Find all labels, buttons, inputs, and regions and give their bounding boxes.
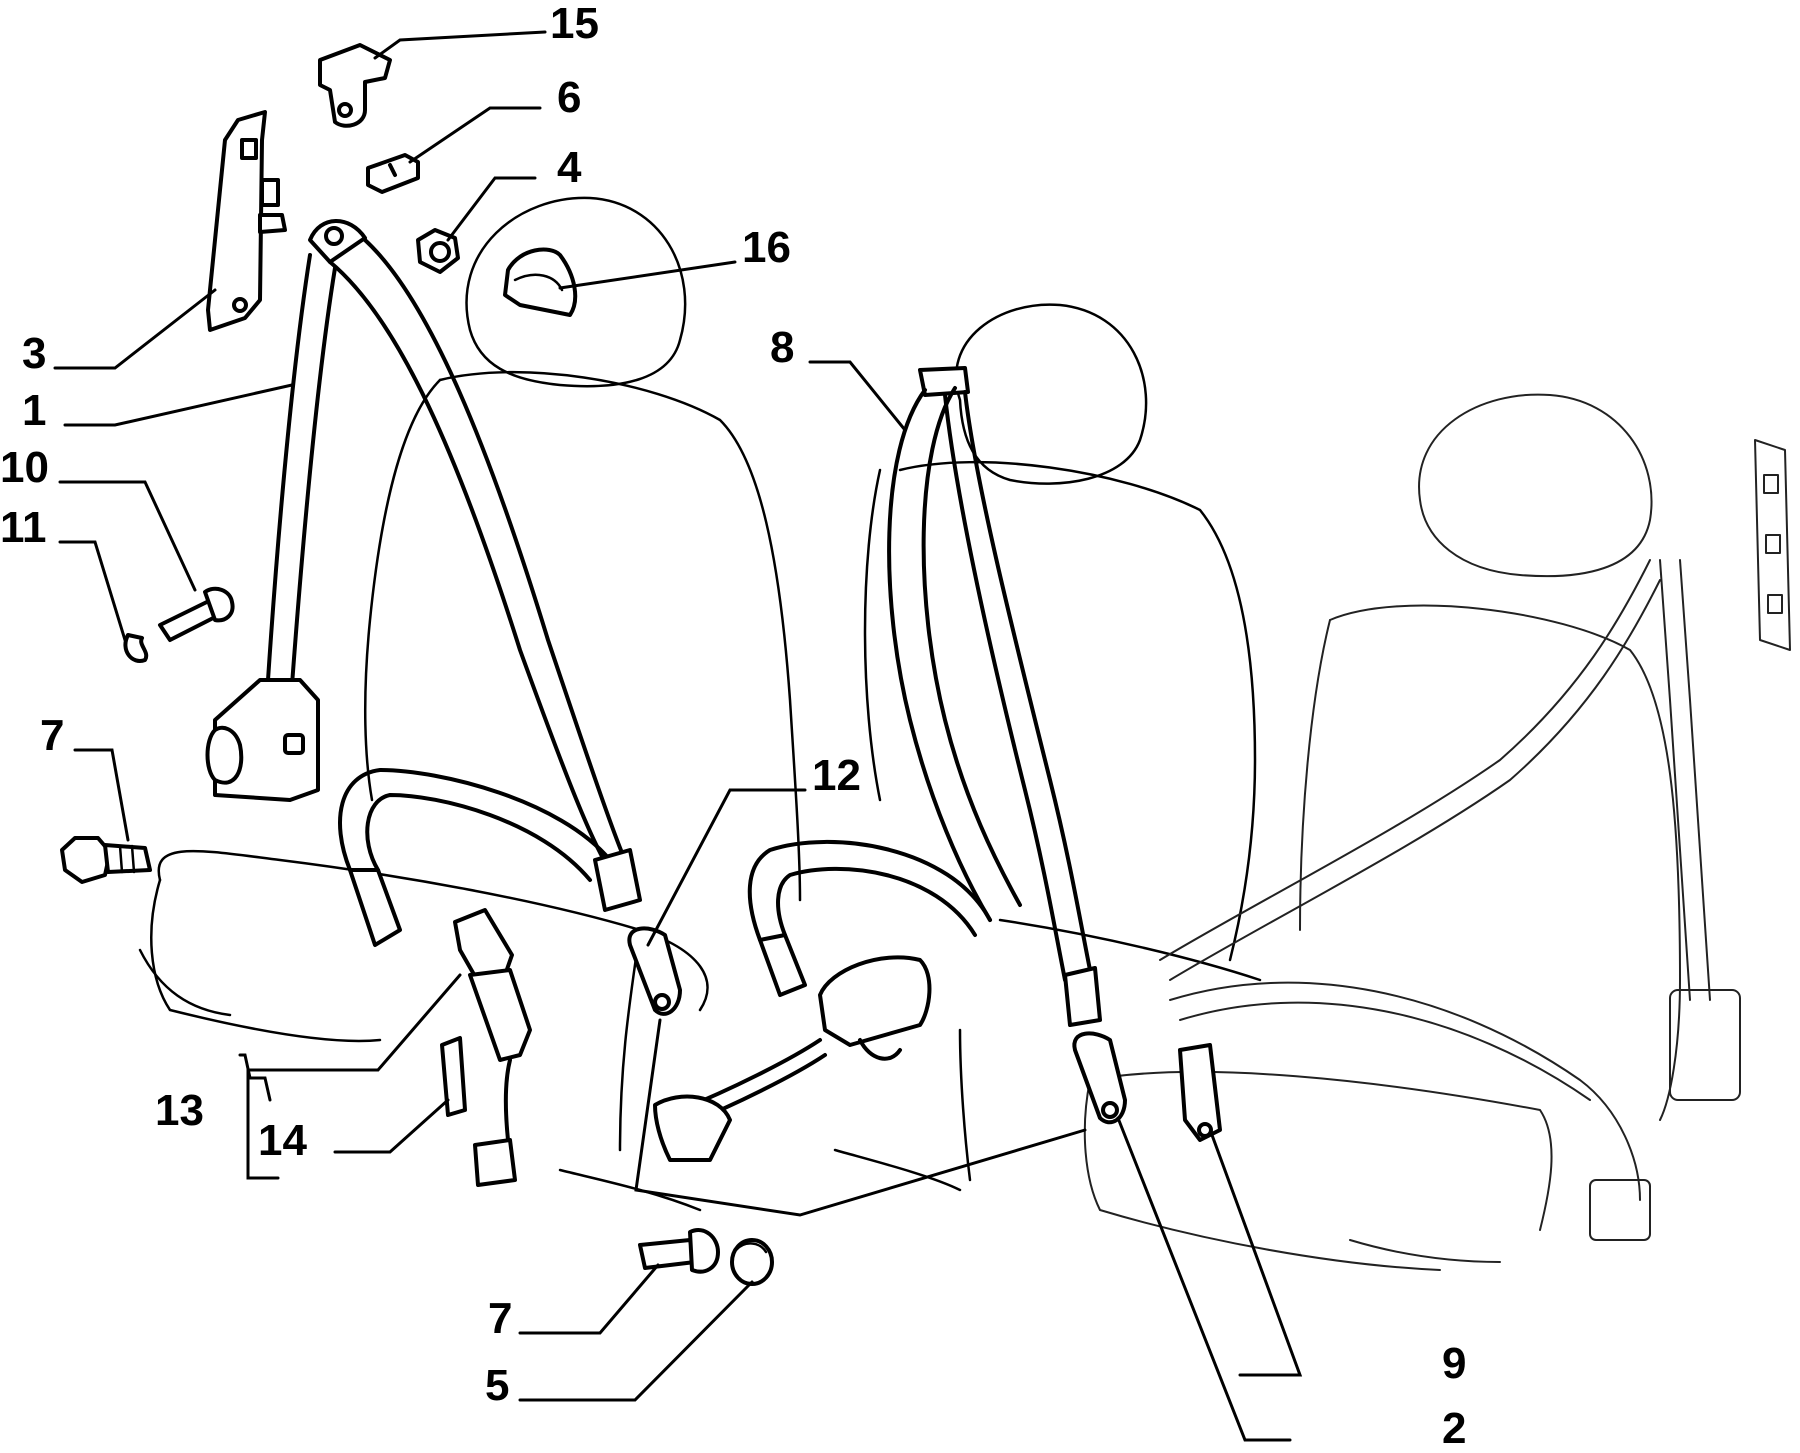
label-16: 16 bbox=[742, 223, 791, 272]
part-3-height-adjuster bbox=[206, 110, 287, 332]
label-1: 1 bbox=[22, 386, 46, 435]
label-5: 5 bbox=[485, 1361, 509, 1410]
part-11-washer bbox=[123, 633, 149, 663]
belt-assembly-1 bbox=[205, 219, 642, 947]
part-6-clip bbox=[366, 153, 420, 194]
label-10: 10 bbox=[0, 443, 49, 492]
label-6: 6 bbox=[557, 73, 581, 122]
label-11: 11 bbox=[0, 503, 47, 552]
part-15-bracket bbox=[318, 43, 392, 128]
belt-assembly-8 bbox=[653, 366, 1102, 1162]
label-12: 12 bbox=[812, 751, 861, 800]
part-14-clip bbox=[440, 1036, 467, 1117]
label-13: 13 bbox=[155, 1086, 204, 1135]
part-5-cap bbox=[730, 1238, 774, 1286]
right-seat-ghost bbox=[1083, 393, 1791, 1271]
part-9-buckle bbox=[1178, 1043, 1222, 1142]
leader-lines bbox=[53, 30, 1303, 1442]
label-9: 9 bbox=[1442, 1339, 1466, 1388]
label-4: 4 bbox=[557, 143, 582, 192]
part-10-bolt bbox=[158, 586, 235, 642]
left-seat-outline bbox=[138, 196, 802, 1212]
label-7-upper: 7 bbox=[40, 711, 64, 760]
label-3: 3 bbox=[22, 329, 46, 378]
part-13-buckle bbox=[453, 908, 532, 1187]
label-14: 14 bbox=[258, 1116, 307, 1165]
part-12-buckle-tongue bbox=[627, 926, 682, 1016]
part-16-cover bbox=[503, 247, 578, 317]
label-2: 2 bbox=[1442, 1404, 1466, 1453]
label-7-lower: 7 bbox=[488, 1294, 512, 1343]
part-2-buckle-tongue bbox=[1072, 1031, 1127, 1125]
label-8: 8 bbox=[770, 323, 794, 372]
part-7-bolt-upper bbox=[60, 836, 152, 884]
label-15: 15 bbox=[550, 0, 599, 48]
part-7-bolt-lower bbox=[638, 1228, 720, 1274]
